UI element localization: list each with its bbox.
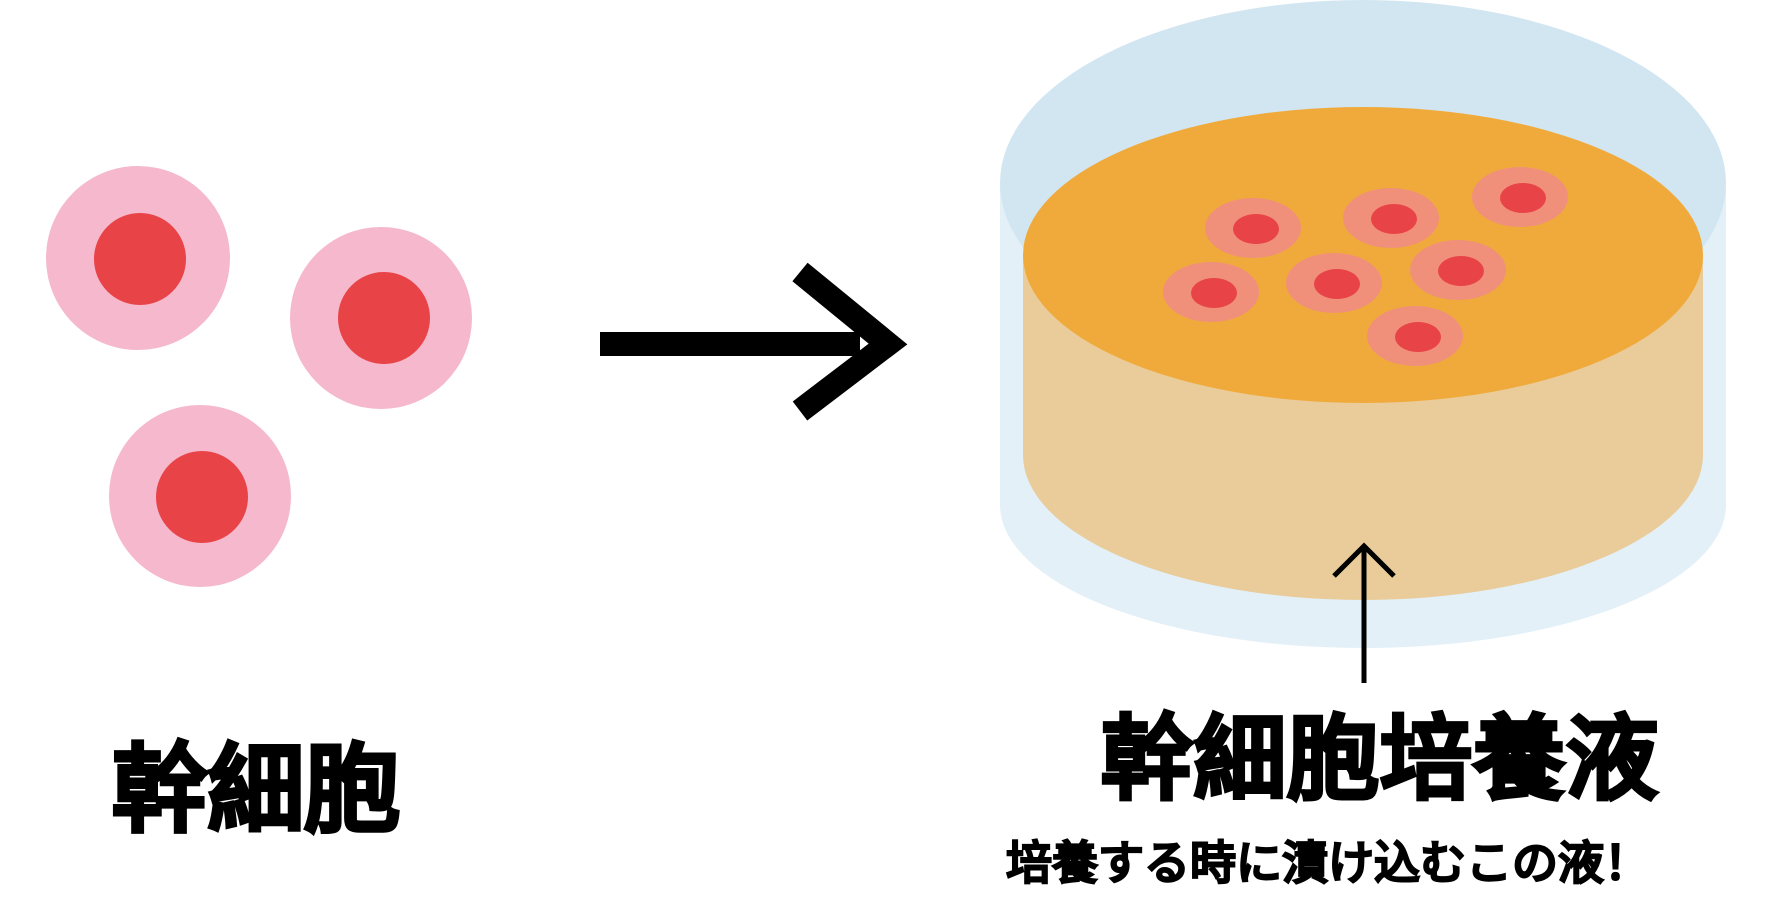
medium-cell-icon: [1472, 167, 1568, 227]
up-arrow-icon: [1332, 542, 1396, 683]
arrow-head: [792, 262, 908, 421]
culture-dish-icon: [1000, 0, 1726, 648]
culture-medium-label: 幹細胞培養液: [1099, 706, 1660, 813]
medium-cell-icon: [1286, 253, 1382, 313]
up-arrow-head: [1332, 542, 1396, 578]
medium-cell-icon: [1205, 198, 1301, 258]
medium-cell-icon: [1163, 262, 1259, 322]
stem-cell-icon: [290, 227, 472, 409]
stem-cell-icon: [46, 166, 230, 350]
right-arrow-icon: [600, 262, 908, 421]
medium-cell-icon: [1367, 306, 1463, 366]
medium-surface: [1023, 107, 1703, 403]
medium-cell-icon: [1343, 188, 1439, 248]
stem-cell-icon: [109, 405, 291, 587]
medium-cells: [1163, 167, 1568, 366]
cell-nucleus: [94, 213, 186, 305]
cell-nucleus: [156, 451, 248, 543]
stem-cells-label: 幹細胞: [111, 734, 402, 846]
stem-cells: [46, 166, 472, 587]
cell-nucleus: [338, 272, 430, 364]
culture-medium-note: 培養する時に漬け込むこの液！: [1005, 836, 1651, 890]
medium-cell-icon: [1410, 240, 1506, 300]
